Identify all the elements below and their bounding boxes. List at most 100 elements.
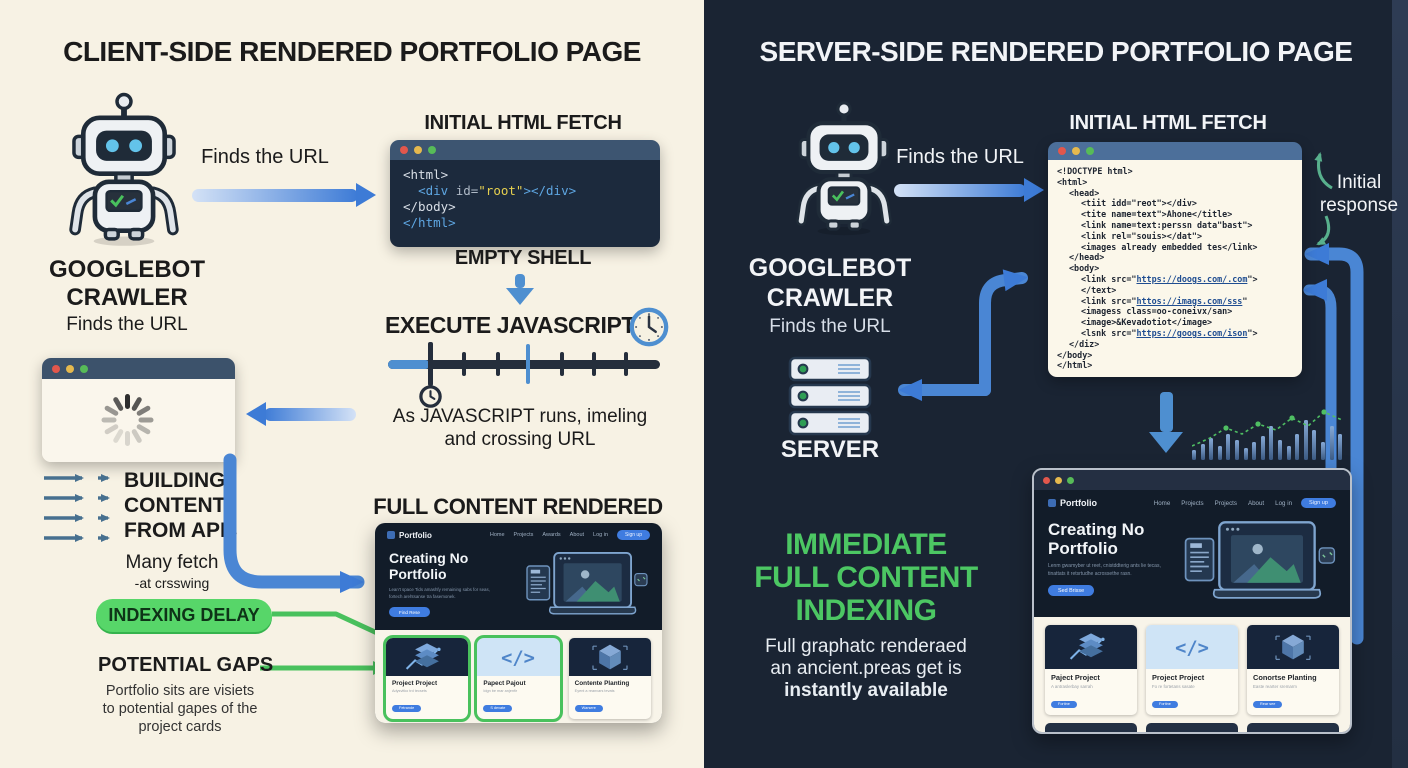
code-line: </body> (1057, 349, 1093, 360)
close-icon (400, 146, 408, 154)
cube-icon (1247, 625, 1339, 669)
initial-response-curl-icons (1314, 152, 1333, 246)
spark-bar (1217, 446, 1222, 460)
spark-bar (1209, 438, 1214, 460)
pf-signup-button[interactable]: Sign up (1301, 498, 1336, 508)
js-execution-timeline (388, 340, 662, 410)
initial-html-fetch-heading: INITIAL HTML FETCH (424, 112, 622, 134)
empty-shell-label: EMPTY SHELL (454, 247, 592, 269)
cube-icon (1247, 723, 1339, 732)
spark-bar (1252, 442, 1257, 460)
csr-title: CLIENT-SIDE RENDERED PORTFOLIO PAGE (63, 36, 641, 67)
code-line: <tiit idd="reot"></div> (1081, 198, 1197, 209)
pf-nav-item[interactable]: Log in (593, 532, 609, 538)
pf-card-subtext: Fo re fortetans sasate (1152, 684, 1195, 689)
pf-card-title: Conortse Planting (1253, 673, 1317, 682)
pf-card-button[interactable]: Warsere (574, 704, 603, 712)
timeline-tick (496, 352, 500, 376)
ssr-panel: SERVER-SIDE RENDERED PORTFOLIO PAGE Find… (704, 0, 1408, 768)
pf-brand-name: Portfolio (1060, 498, 1097, 508)
pf-nav-item[interactable]: Log in (1275, 499, 1293, 507)
code-line: <div id="root"></div> (418, 183, 577, 198)
spark-bar (1329, 426, 1334, 460)
timeline-tick (560, 352, 564, 376)
pf-card-title: Project Project (392, 680, 438, 687)
googlebot-robot-icon (788, 100, 900, 236)
pf-card-button[interactable]: Rear see (1253, 700, 1283, 708)
maximize-icon (1067, 476, 1074, 484)
spark-bar (1338, 434, 1343, 460)
timeline-tick (428, 342, 433, 386)
pf-card-button[interactable]: Fetrande (392, 704, 422, 712)
code-line: <!DOCTYPE html> (1057, 166, 1133, 176)
spark-bar (1200, 444, 1205, 460)
pf-nav-item[interactable]: Awards (542, 532, 561, 538)
pf-nav-item[interactable]: Home (489, 532, 505, 538)
code-line: <images already embedded tes</link> (1081, 241, 1258, 252)
csr-code-window: <html> <div id="root"></div></body></htm… (390, 140, 660, 247)
initial-response-arrows-icon (1303, 243, 1364, 654)
pf-hero-subtext: Lean't space Tids amashfy remaining sabs… (389, 587, 490, 600)
ssr-code-body: <!DOCTYPE html><html><head><tiit idd="re… (1048, 160, 1302, 377)
code-icon (477, 638, 560, 676)
pf-nav-item[interactable]: Projects (1214, 499, 1237, 507)
code-line: <imagess class=oo-coneivx/san> (1081, 306, 1233, 317)
pf-nav-item[interactable]: Home (1153, 499, 1171, 507)
pf-hero-button[interactable]: Find Rese (389, 607, 430, 618)
code-line: </head> (1069, 252, 1105, 263)
layers-icon (1045, 625, 1137, 669)
pf-hero-button[interactable]: Sed Brisse (1048, 585, 1095, 597)
pf-card-title: Contente Planting (574, 680, 630, 687)
pf-nav-item[interactable]: Projects (1181, 499, 1204, 507)
pf-card-grid-row2 (1034, 723, 1350, 732)
ssr-title: SERVER-SIDE RENDERED PORTFOLIO PAGE (759, 36, 1353, 67)
spark-bar (1286, 446, 1291, 460)
spark-bar (1295, 434, 1300, 460)
pf-signup-button[interactable]: Sign up (617, 530, 650, 540)
browser-window (42, 358, 235, 462)
pf-hero-subtext: Lenm gwamyber ut reet, cnistddterig ants… (1048, 563, 1161, 578)
code-line: </body> (403, 199, 456, 214)
spark-bar (1234, 440, 1239, 460)
pf-navbar: Portfolio Home Projects Projects About Log in… (1034, 490, 1350, 514)
arrow-browser-to-portfolio-icon (223, 453, 365, 593)
green-pointer-arrows-icon (260, 611, 391, 675)
pf-logo: Portfolio (387, 531, 432, 540)
spark-bar (1192, 450, 1196, 460)
arrow-timeline-to-browser-icon (246, 402, 356, 426)
pf-brand-name: Portfolio (399, 530, 432, 540)
arrow-robot-to-code-icon (894, 178, 1044, 202)
pf-navbar: Portfolio Home Projects Awards About Log in Si… (375, 523, 662, 545)
window-controls (1034, 470, 1350, 490)
pf-nav-links: Home Projects Projects About Log in (1154, 500, 1292, 507)
pf-card-button[interactable]: S devate (483, 704, 513, 712)
pf-card-title: Papect Pajout (483, 680, 526, 687)
pf-card-subtext: Idgn be mar anjenfir (483, 689, 518, 693)
timeline-tick-current (526, 344, 530, 384)
spark-bar (1303, 420, 1308, 460)
minimize-icon (1072, 147, 1080, 155)
code-icon (1146, 625, 1238, 669)
pf-nav-item[interactable]: Projects (513, 532, 534, 538)
pf-card-button[interactable]: Fortine (1051, 700, 1077, 708)
spark-bar (1226, 434, 1231, 460)
pf-card-button[interactable]: Fortine (1152, 700, 1178, 708)
spark-bar (1243, 448, 1248, 460)
building-content-label: BUILDING CONTENT FROM APIs (124, 469, 238, 542)
pf-nav-item[interactable]: About (569, 532, 585, 538)
code-icon (1146, 723, 1238, 732)
pf-nav-item[interactable]: About (1247, 499, 1265, 507)
layers-icon (1045, 723, 1137, 732)
code-line: </text> (1081, 284, 1117, 295)
pf-card-subtext: Easte rearter sremarm (1253, 684, 1297, 689)
close-icon (1043, 476, 1050, 484)
potential-gaps-heading: POTENTIAL GAPS (98, 654, 274, 676)
ssr-portfolio-preview: Portfolio Home Projects Projects About Log in… (1032, 468, 1352, 734)
